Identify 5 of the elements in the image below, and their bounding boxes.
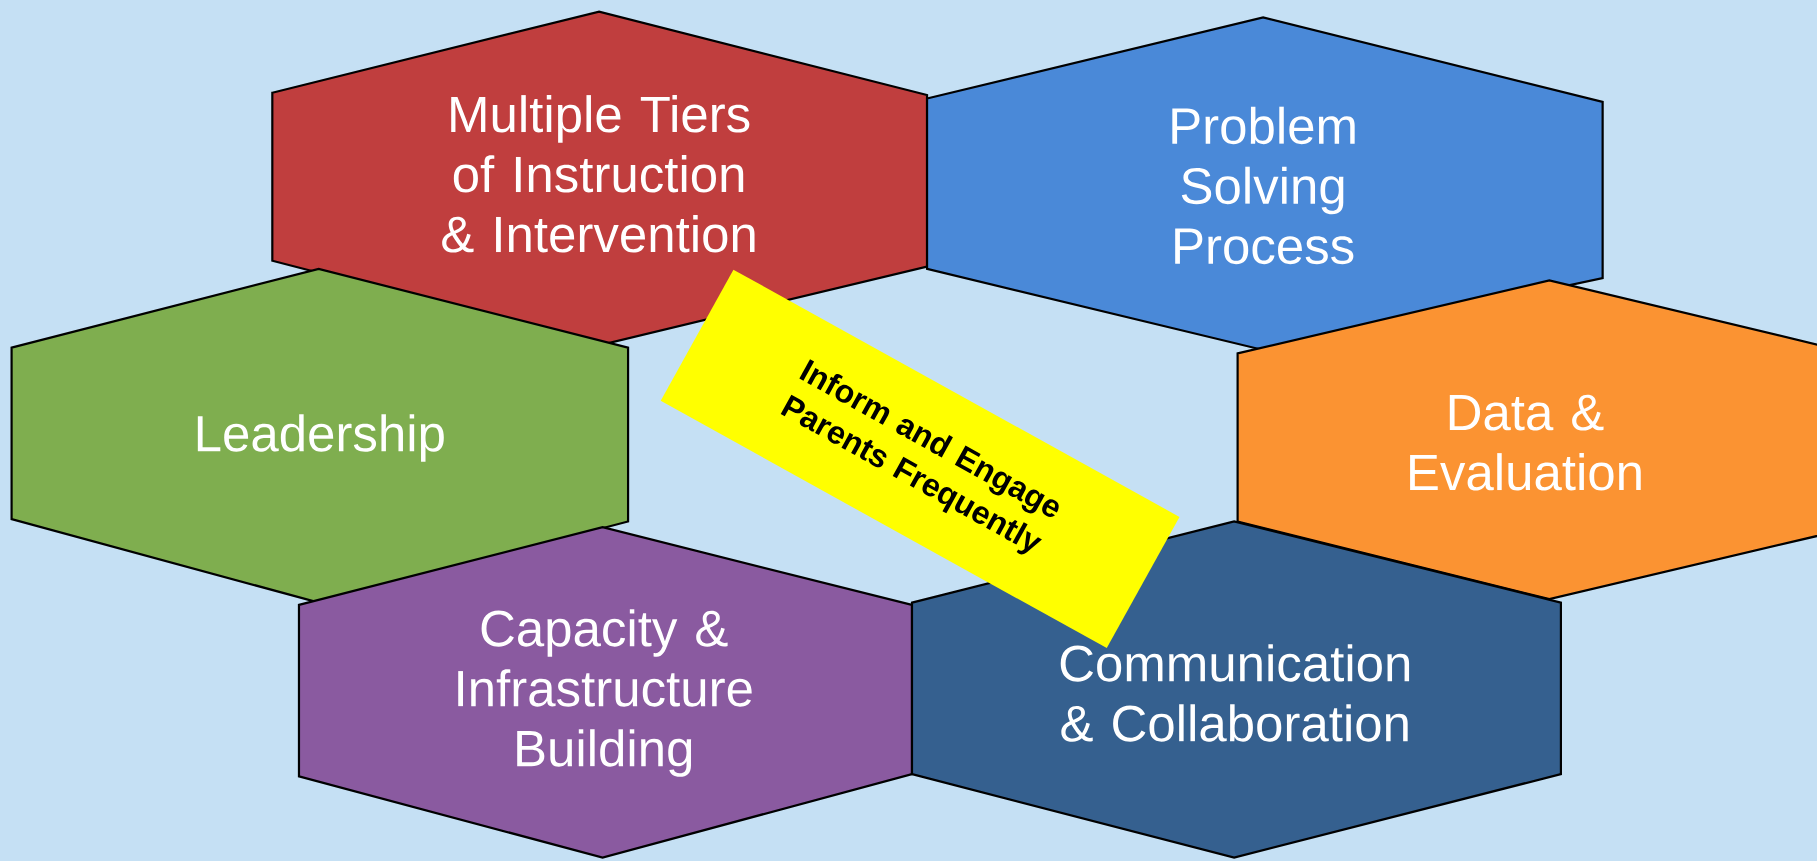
hexagon: Problem Solving Process xyxy=(925,16,1604,352)
hexagon: Capacity & Infrastructure Building xyxy=(297,526,914,859)
hexagon: Leadership xyxy=(10,267,630,604)
hexagon: Multiple Tiers of Instruction & Intervention xyxy=(271,10,929,347)
hexagon: Data & Evaluation xyxy=(1236,279,1817,601)
